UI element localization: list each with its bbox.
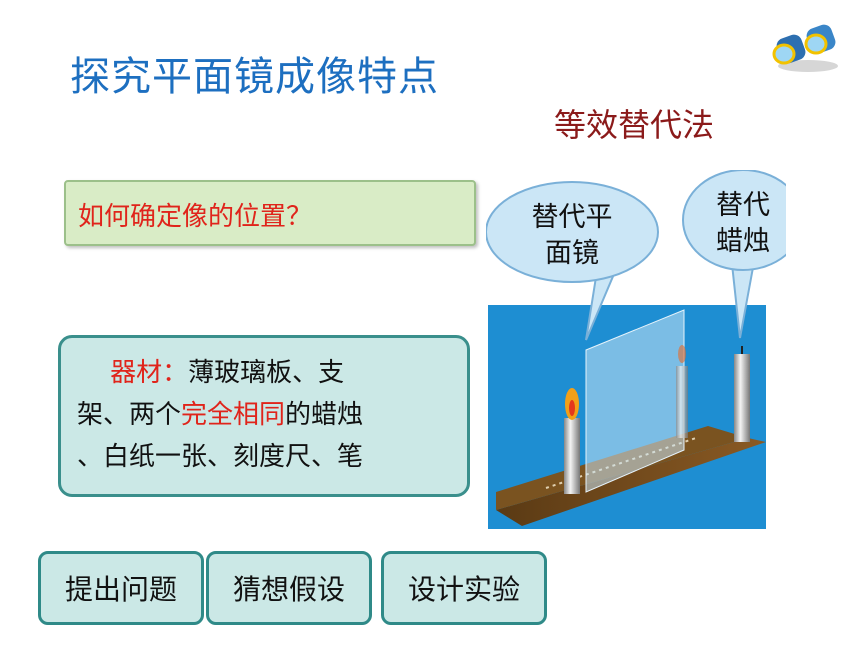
experiment-illustration: 替代平 面镜 替代 蜡烛 [486,170,786,529]
materials-box: 器材：薄玻璃板、支 架、两个完全相同的蜡烛 、白纸一张、刻度尺、笔 [58,335,470,497]
materials-text-line3: 、白纸一张、刻度尺、笔 [77,442,364,472]
mirror-callout [486,181,659,283]
materials-label: 器材： [110,358,189,388]
mirror-callout-line1: 替代平 [532,202,613,233]
glass-plate [585,309,685,493]
materials-highlight: 完全相同 [181,400,286,430]
step-button-hypothesize[interactable]: 猜想假设 [206,551,372,625]
materials-text-line2a: 架、两个 [77,400,182,430]
candle-callout-line2: 蜡烛 [716,226,770,257]
candle-callout [682,170,786,271]
step-button-ask[interactable]: 提出问题 [38,551,204,625]
candle-callout-line1: 替代 [716,190,770,221]
method-label: 等效替代法 [554,106,715,144]
materials-text-line2b: 的蜡烛 [285,400,364,430]
mirror-callout-line2: 面镜 [545,238,599,269]
page-title: 探究平面镜成像特点 [70,54,439,100]
binoculars-icon[interactable] [772,14,844,74]
materials-text-line1: 薄玻璃板、支 [188,358,345,388]
substitute-candle [734,354,750,442]
step-button-design[interactable]: 设计实验 [381,551,547,625]
lit-candle [564,418,580,494]
wooden-board [496,438,766,526]
question-box: 如何确定像的位置？ [64,180,476,246]
